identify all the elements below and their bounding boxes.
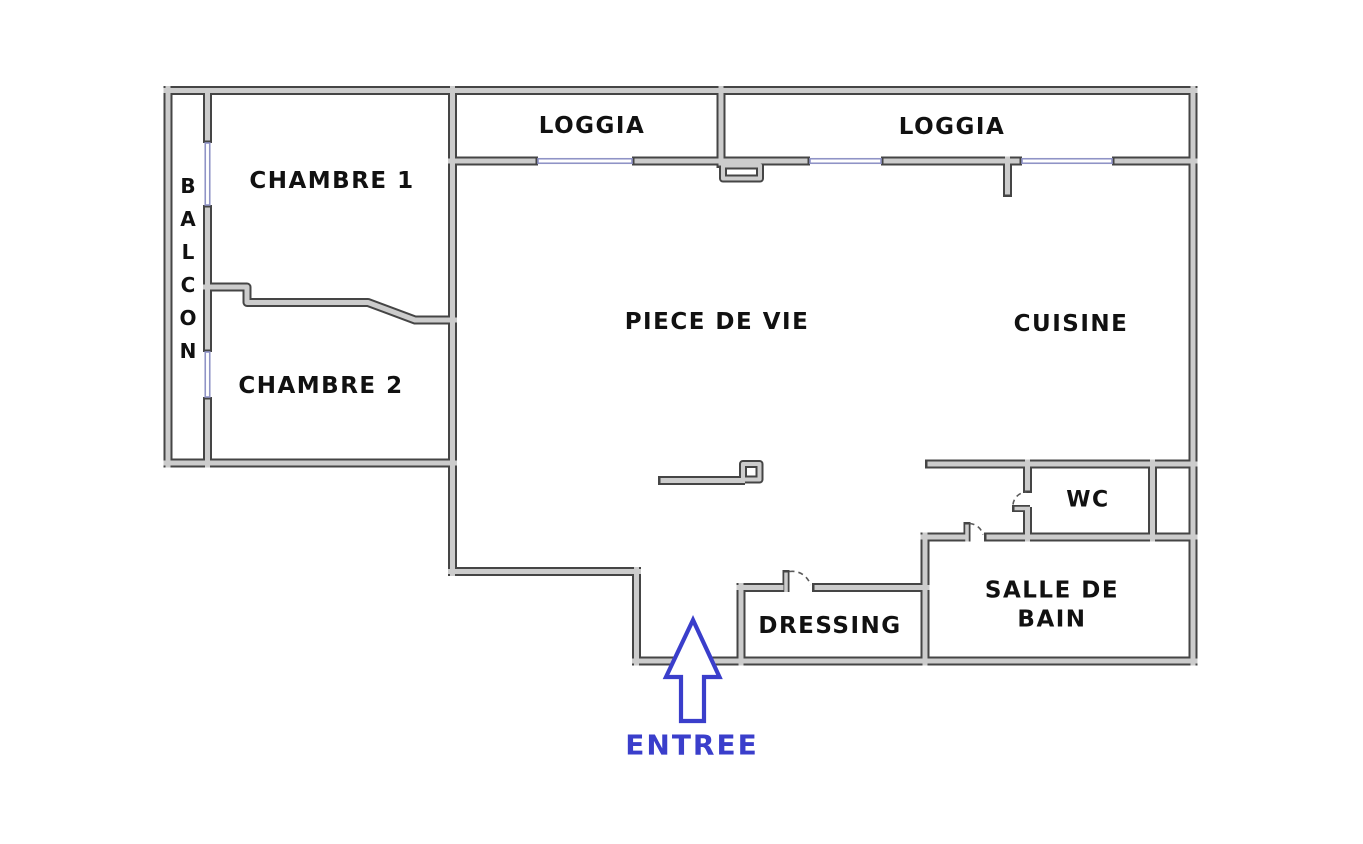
walls-fill-layer	[163, 86, 1198, 666]
window-chambre-1	[204, 142, 211, 206]
window-loggia-left	[537, 157, 633, 165]
pillar-outline	[739, 460, 764, 484]
pillar-fill	[741, 462, 762, 482]
wc-door-swing	[1012, 491, 1027, 505]
room-label-loggia-left: LOGGIA	[538, 113, 646, 139]
room-label-dressing: DRESSING	[758, 613, 902, 639]
window-chambre-2	[204, 351, 211, 398]
bathroom-door-swing	[969, 522, 984, 535]
room-label-salle-de-bain: SALLE DE BAIN	[984, 577, 1120, 633]
room-label-chambre-1: CHAMBRE 1	[249, 168, 415, 194]
entry-arrow-icon	[662, 615, 723, 724]
room-label-balcon: BALCON	[176, 174, 200, 372]
loggia-duct-fill	[721, 163, 762, 181]
room-label-wc: WC	[1066, 487, 1110, 513]
door-swings	[789, 491, 1027, 586]
room-label-loggia-right: LOGGIA	[898, 114, 1006, 140]
dressing-door-swing	[789, 570, 812, 586]
room-label-chambre-2: CHAMBRE 2	[238, 373, 404, 399]
room-label-cuisine: CUISINE	[1013, 311, 1129, 337]
window-loggia-right-2	[1021, 157, 1113, 165]
entry-label: ENTREE	[625, 728, 759, 762]
window-markers	[204, 142, 1113, 398]
window-loggia-right-1	[809, 157, 882, 165]
door-leaves-fill	[784, 506, 1030, 592]
room-label-piece-de-vie: PIECE DE VIE	[624, 309, 810, 335]
